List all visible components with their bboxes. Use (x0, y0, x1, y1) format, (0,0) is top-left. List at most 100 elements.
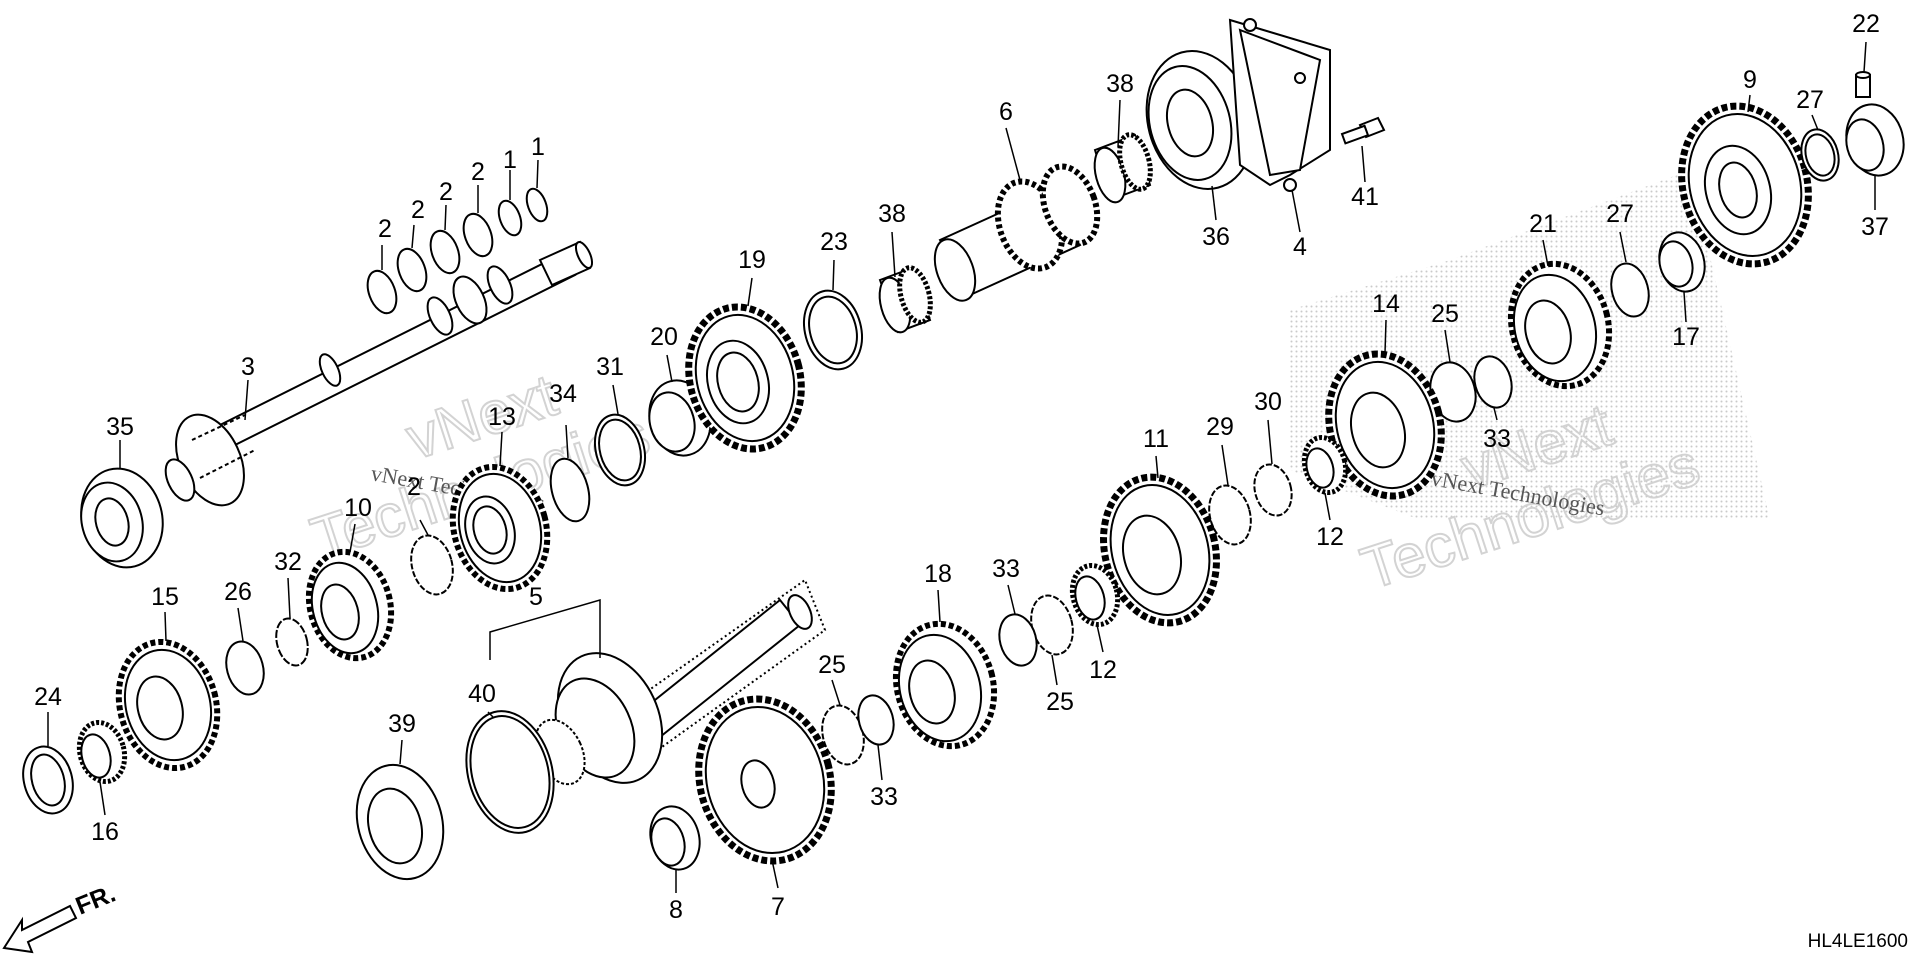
ring-26[interactable] (221, 637, 270, 698)
gear-18[interactable] (883, 613, 1008, 758)
ring-29[interactable] (1203, 481, 1257, 549)
label-26: 26 (224, 578, 252, 606)
ring-28[interactable] (405, 531, 459, 599)
leader-38b (891, 231, 896, 278)
snap-ring-1b[interactable] (494, 198, 525, 239)
label-28: 2 (407, 473, 421, 501)
washer-24[interactable] (16, 741, 80, 819)
label-17: 17 (1672, 323, 1700, 351)
ring-30[interactable] (1249, 460, 1297, 520)
label-11: 11 (1143, 425, 1169, 453)
bearing-37[interactable] (1839, 98, 1912, 182)
label-12b: 12 (1089, 656, 1117, 684)
label-16: 16 (91, 818, 119, 846)
gear-15[interactable] (105, 631, 231, 779)
snap-ring-2a[interactable] (362, 267, 401, 317)
leader-32 (287, 577, 291, 619)
label-21: 21 (1529, 210, 1557, 238)
gear-21[interactable] (1498, 253, 1623, 398)
leader-26 (237, 607, 244, 642)
leader-5-bracket (489, 599, 601, 660)
label-38b: 38 (878, 200, 906, 228)
leader-41 (1361, 145, 1366, 183)
leader-25c (831, 679, 841, 706)
gear-13[interactable] (440, 456, 561, 600)
collar-17[interactable] (1653, 227, 1711, 296)
label-35: 35 (106, 413, 134, 441)
snap-ring-2c[interactable] (425, 227, 464, 277)
label-20: 20 (650, 323, 678, 351)
leader-25b (1051, 654, 1058, 686)
label-25a: 25 (1431, 300, 1459, 328)
ring-27a[interactable] (1606, 259, 1655, 320)
snap-ring-2d[interactable] (458, 210, 497, 260)
bearing-35[interactable] (70, 459, 173, 576)
needle-bearing-12a[interactable] (1298, 433, 1351, 497)
ring-34[interactable] (544, 454, 595, 525)
label-1a: 1 (503, 146, 517, 174)
bolt-41[interactable] (1340, 116, 1386, 145)
label-33c: 33 (1483, 425, 1511, 453)
gear-10[interactable] (297, 542, 402, 667)
leader-38a (1117, 99, 1121, 148)
leader-15 (164, 611, 167, 642)
leader-31 (612, 384, 619, 415)
leader-22 (1863, 41, 1867, 73)
snap-ring-2b[interactable] (392, 245, 431, 295)
gear-7[interactable] (681, 684, 849, 876)
gear-9[interactable] (1664, 92, 1825, 279)
label-2d: 2 (471, 158, 485, 186)
label-25b: 25 (1046, 688, 1074, 716)
ring-33c[interactable] (1469, 352, 1517, 412)
needle-bearing-38a[interactable] (1089, 131, 1156, 205)
label-29: 29 (1206, 413, 1234, 441)
leader-19 (747, 277, 753, 307)
label-41: 41 (1351, 183, 1379, 211)
gear-19[interactable] (673, 294, 817, 462)
leader-7 (771, 859, 779, 889)
ring-33b[interactable] (994, 610, 1042, 670)
leader-9 (1747, 94, 1751, 113)
leader-33a (877, 744, 883, 781)
ring-32[interactable] (271, 615, 312, 669)
label-27b: 27 (1796, 86, 1824, 114)
leader-4 (1291, 189, 1301, 233)
leader-39 (399, 739, 403, 765)
diagram-code: HL4LE1600 (1808, 931, 1908, 952)
leader-36 (1211, 185, 1217, 221)
label-33a: 33 (870, 783, 898, 811)
label-38a: 38 (1106, 70, 1134, 98)
leader-21 (1542, 239, 1549, 267)
oil-seal-39[interactable] (344, 755, 455, 889)
leader-40 (487, 711, 495, 719)
label-6: 6 (999, 98, 1013, 126)
needle-bearing-38b[interactable] (874, 264, 936, 335)
label-5: 5 (529, 583, 543, 611)
label-39: 39 (388, 710, 416, 738)
label-10: 10 (344, 494, 372, 522)
ring-25b[interactable] (1025, 591, 1079, 659)
bearing-36[interactable] (1132, 39, 1269, 201)
mainshaft[interactable] (160, 240, 596, 516)
label-4: 4 (1293, 233, 1307, 261)
label-25c: 25 (818, 651, 846, 679)
leader-34 (565, 424, 569, 459)
needle-bearing-16[interactable] (73, 717, 131, 786)
sleeve-6[interactable] (927, 159, 1107, 306)
label-22: 22 (1852, 10, 1880, 38)
ring-33a[interactable] (853, 691, 899, 748)
leader-6 (1005, 127, 1021, 181)
collar-8[interactable] (644, 801, 707, 875)
label-36: 36 (1202, 223, 1230, 251)
leader-12b (1096, 624, 1104, 653)
label-14: 14 (1372, 290, 1400, 318)
needle-bearing-12b[interactable] (1066, 560, 1124, 629)
snap-ring-1a[interactable] (523, 186, 552, 224)
bearing-plate-4[interactable] (1228, 18, 1331, 192)
dowel-pin-22[interactable] (1855, 71, 1871, 98)
label-2c: 2 (439, 178, 453, 206)
gear-11[interactable] (1088, 464, 1233, 635)
leader-13 (499, 431, 503, 467)
label-32: 32 (274, 548, 302, 576)
